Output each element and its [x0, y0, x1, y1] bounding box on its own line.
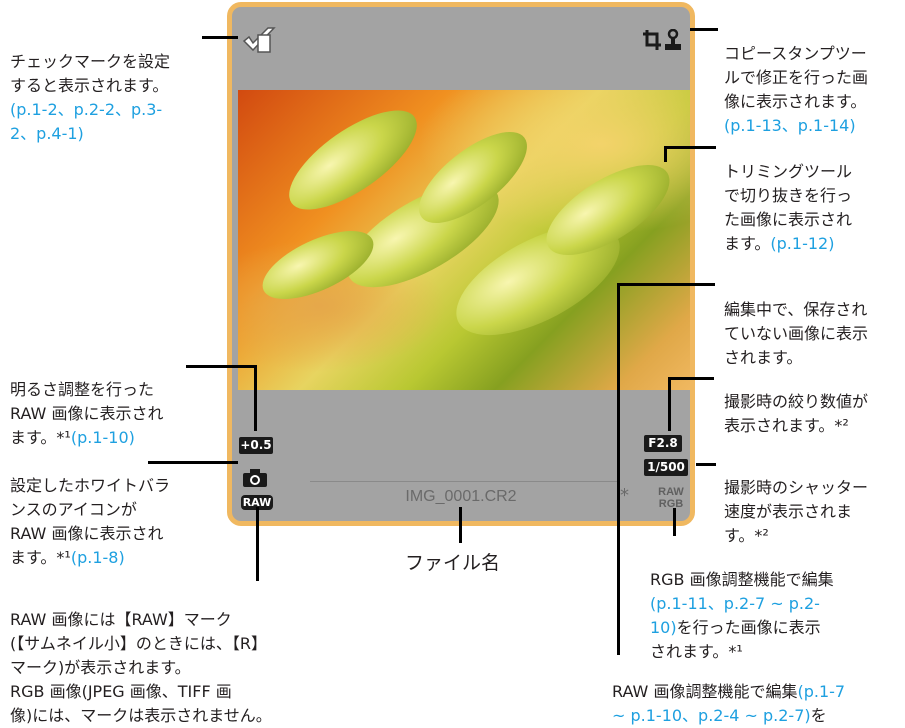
annotation-raw-adjust: RAW 画像調整機能で編集(p.1-7 ~ p.1-10、p.2-4 ~ p.2… — [612, 682, 846, 725]
checkmark-icon — [242, 27, 276, 53]
thumbnail-frame[interactable]: +0.5 RAW IMG_0001.CR2 F2.8 1/500 * RAW R… — [227, 2, 695, 526]
filename-label: ファイル名 — [405, 552, 501, 574]
shutter-badge: 1/500 — [644, 459, 688, 476]
copy-stamp-icon — [665, 29, 681, 50]
annotation-raw-mark: RAW 画像には【RAW】マーク (【サムネイル小】のときには、【R】 マーク)… — [10, 610, 272, 725]
annotation-white-balance: 設定したホワイトバラ ンスのアイコンが RAW 画像に表示され ます。*¹(p.… — [10, 476, 171, 567]
annotation-brightness: 明るさ調整を行った RAW 画像に表示され ます。*¹(p.1-10) — [10, 380, 164, 447]
raw-badge: RAW — [241, 495, 273, 510]
filename-divider — [310, 481, 620, 482]
annotation-checkmark: チェックマークを設定 すると表示されます。(p.1-2、p.2-2、p.3- 2… — [10, 52, 171, 143]
annotation-trimming: トリミングツール で切り抜きを行っ た画像に表示され ます。(p.1-12) — [724, 162, 853, 253]
annotation-rgb-adjust: RGB 画像調整機能で編集(p.1-11、p.2-7 ~ p.2- 10)を行っ… — [650, 570, 834, 661]
brightness-badge: +0.5 — [239, 437, 273, 454]
thumbnail-filename: IMG_0001.CR2 — [405, 488, 517, 505]
annotation-unsaved: 編集中で、保存され ていない画像に表示 されます。 — [724, 300, 869, 367]
edit-mark: * — [620, 485, 629, 506]
raw-rgb-mark: RAW RGB — [658, 486, 684, 510]
annotation-copy-stamp: コピースタンプツー ルで修正を行った画 像に表示されます。(p.1-13、p.1… — [724, 44, 869, 135]
annotation-aperture: 撮影時の絞り数値が 表示されます。*² — [724, 392, 869, 435]
white-balance-icon — [243, 469, 267, 487]
thumbnail-image — [238, 90, 690, 390]
trim-icon — [643, 30, 661, 50]
annotation-shutter: 撮影時のシャッター 速度が表示されま す。*² — [724, 478, 869, 545]
aperture-badge: F2.8 — [644, 435, 682, 452]
